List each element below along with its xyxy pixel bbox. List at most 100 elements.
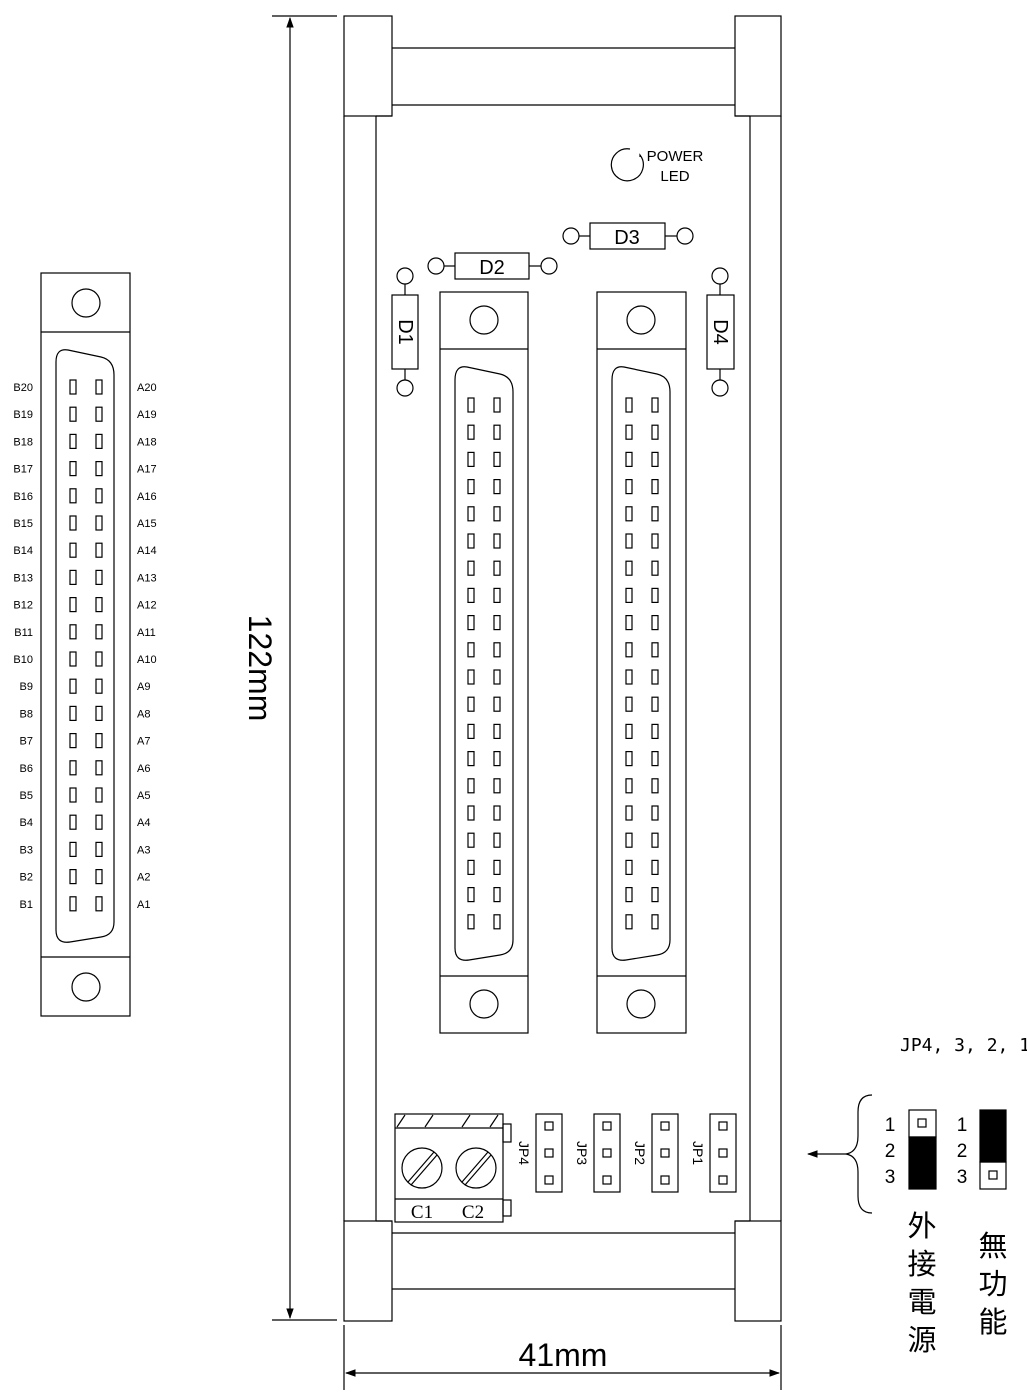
pin bbox=[625, 533, 633, 549]
pin bbox=[467, 805, 475, 821]
pin bbox=[651, 832, 659, 848]
pin bbox=[493, 587, 501, 604]
board-connector-1 bbox=[439, 291, 529, 1034]
no-function-label: 無 功 能 bbox=[978, 1230, 1007, 1339]
jumper-jp4 bbox=[535, 1113, 563, 1193]
din-rail-board bbox=[343, 15, 782, 1322]
pin bbox=[625, 723, 633, 740]
pin bbox=[493, 424, 501, 440]
pin bbox=[493, 750, 501, 767]
pin bbox=[651, 886, 659, 903]
pin-label: A5 bbox=[137, 790, 150, 802]
rail-clip-top-left bbox=[343, 15, 393, 117]
width-label: 41mm bbox=[519, 1337, 608, 1373]
pin-label: A18 bbox=[137, 436, 157, 448]
pin-label: B14 bbox=[13, 545, 33, 557]
pin bbox=[625, 560, 633, 576]
pin-label: B11 bbox=[14, 627, 33, 639]
pin bbox=[493, 859, 501, 876]
pin-label: A7 bbox=[137, 736, 150, 748]
pin bbox=[467, 587, 475, 604]
pin bbox=[493, 397, 501, 413]
pin bbox=[493, 451, 501, 467]
pin-grid bbox=[69, 379, 103, 912]
pin bbox=[467, 832, 475, 848]
pin bbox=[651, 560, 659, 576]
pin-label: B17 bbox=[13, 464, 33, 476]
pin bbox=[651, 397, 659, 413]
pin-label: A12 bbox=[137, 600, 157, 612]
pin-number-3: 3 bbox=[957, 1167, 968, 1188]
jumper-no-function-setting bbox=[979, 1109, 1007, 1190]
pin-label: A8 bbox=[137, 708, 150, 720]
pin bbox=[651, 723, 659, 740]
pin-label: B8 bbox=[20, 708, 33, 720]
jumper-jp2 bbox=[651, 1113, 679, 1193]
pin-label: A16 bbox=[137, 491, 157, 503]
pin bbox=[69, 868, 77, 885]
pin bbox=[95, 406, 103, 422]
pin bbox=[625, 506, 633, 522]
power-led-label: POWER bbox=[647, 148, 704, 165]
board-connector-2 bbox=[596, 291, 687, 1034]
diode-d1 bbox=[391, 267, 419, 397]
height-dimension bbox=[272, 15, 337, 1321]
pin-label: B18 bbox=[13, 436, 33, 448]
pin-label: A4 bbox=[137, 817, 150, 829]
pin-number-2: 2 bbox=[885, 1141, 896, 1162]
b-pin-labels: B20B19B18B17B16B15B14B13B12B11B10B9B8B7B… bbox=[13, 382, 33, 911]
pin bbox=[625, 614, 633, 631]
pin bbox=[467, 750, 475, 767]
pin-label: A6 bbox=[137, 763, 150, 775]
pin bbox=[625, 886, 633, 903]
pin bbox=[467, 914, 475, 930]
pin bbox=[625, 750, 633, 767]
pin bbox=[467, 642, 475, 658]
pin-label: B10 bbox=[13, 654, 33, 666]
pin bbox=[69, 542, 77, 558]
pin bbox=[493, 479, 501, 495]
pin-label: A20 bbox=[137, 382, 157, 394]
pin bbox=[625, 479, 633, 495]
pin-label: B16 bbox=[13, 491, 33, 503]
pin bbox=[95, 814, 103, 830]
pin bbox=[493, 886, 501, 903]
pin-label: B7 bbox=[20, 736, 33, 748]
pin bbox=[69, 379, 77, 395]
pin bbox=[651, 506, 659, 522]
pin bbox=[69, 488, 77, 504]
power-led bbox=[610, 148, 644, 182]
pin bbox=[69, 406, 77, 422]
power-led-label-2: LED bbox=[660, 168, 689, 185]
pin bbox=[651, 424, 659, 440]
pin bbox=[651, 859, 659, 876]
pin-label: B5 bbox=[20, 790, 33, 802]
jumper-jp3 bbox=[593, 1113, 621, 1193]
diode-d3 bbox=[562, 222, 694, 250]
a-pin-labels: A20A19A18A17A16A15A14A13A12A11A10A9A8A7A… bbox=[137, 382, 157, 911]
mounting-hole-top bbox=[71, 288, 101, 318]
external-power-char: 外 bbox=[907, 1210, 936, 1243]
rail-clip-bottom-left bbox=[343, 1220, 393, 1322]
pin bbox=[651, 533, 659, 549]
pin bbox=[95, 651, 103, 667]
pin bbox=[493, 642, 501, 658]
pin bbox=[625, 587, 633, 604]
pin-label: B19 bbox=[13, 409, 33, 421]
jumper-legend-title: JP4, 3, 2, 1 bbox=[900, 1035, 1027, 1056]
diode-d4 bbox=[706, 267, 735, 397]
pin bbox=[69, 433, 77, 449]
pin bbox=[625, 669, 633, 685]
pin bbox=[467, 506, 475, 522]
pin-label: A14 bbox=[137, 545, 157, 557]
no-function-char: 能 bbox=[978, 1306, 1007, 1339]
pin bbox=[651, 642, 659, 658]
pin bbox=[95, 868, 103, 885]
pin bbox=[69, 678, 77, 694]
pin-label: A2 bbox=[137, 872, 150, 884]
pin bbox=[651, 614, 659, 631]
pin bbox=[467, 696, 475, 712]
pin bbox=[493, 805, 501, 821]
jp1-label: JP1 bbox=[690, 1141, 706, 1165]
pin-label: B13 bbox=[13, 572, 33, 584]
